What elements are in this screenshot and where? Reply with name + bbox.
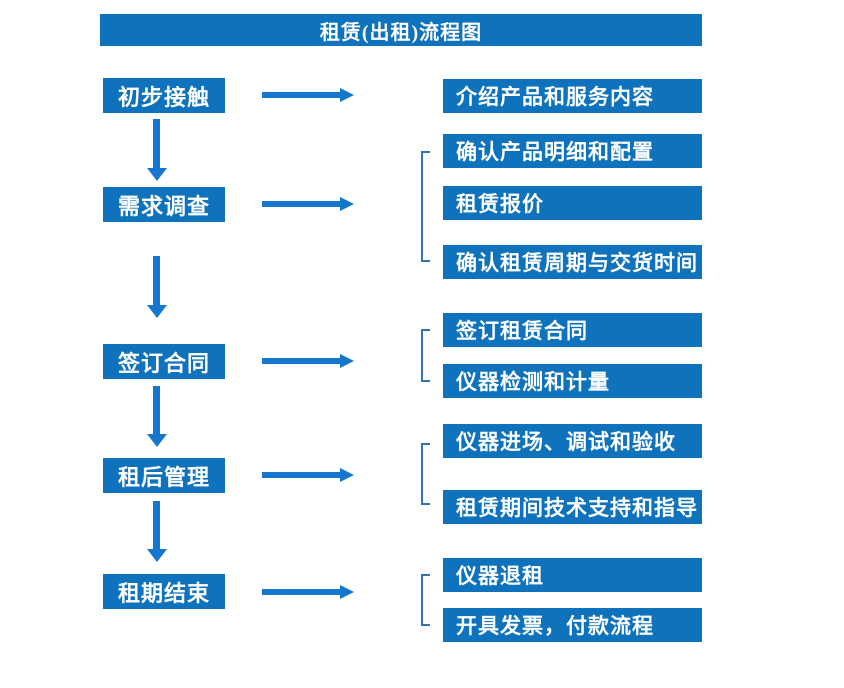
right-arrow-head (340, 585, 354, 599)
down-arrow-icon (147, 119, 167, 181)
right-arrow-shaft (262, 201, 341, 207)
detail-box: 租赁期间技术支持和指导 (443, 490, 702, 524)
right-arrow-shaft (262, 472, 341, 478)
right-arrow-shaft (262, 589, 341, 595)
right-arrow-head (340, 88, 354, 102)
detail-box: 签订租赁合同 (443, 313, 702, 347)
detail-box: 开具发票，付款流程 (443, 608, 702, 642)
detail-box: 租赁报价 (443, 186, 702, 220)
step-box-demand-survey: 需求调查 (103, 187, 225, 222)
down-arrow-shaft (153, 256, 160, 305)
right-arrow-icon (262, 354, 354, 368)
down-arrow-head (147, 549, 167, 562)
step-box-rental-end: 租期结束 (103, 574, 225, 609)
group-bracket (421, 574, 430, 626)
detail-box: 仪器进场、调试和验收 (443, 424, 702, 458)
right-arrow-head (340, 468, 354, 482)
detail-box: 仪器退租 (443, 558, 702, 592)
down-arrow-shaft (153, 119, 160, 168)
down-arrow-head (147, 434, 167, 447)
down-arrow-icon (147, 256, 167, 318)
down-arrow-icon (147, 386, 167, 447)
right-arrow-icon (262, 197, 354, 211)
down-arrow-shaft (153, 386, 160, 434)
group-bracket (421, 151, 430, 262)
down-arrow-icon (147, 501, 167, 562)
right-arrow-icon (262, 88, 354, 102)
down-arrow-shaft (153, 501, 160, 549)
down-arrow-head (147, 305, 167, 318)
group-bracket (421, 443, 430, 505)
right-arrow-icon (262, 468, 354, 482)
right-arrow-icon (262, 585, 354, 599)
right-arrow-head (340, 197, 354, 211)
detail-box: 确认产品明细和配置 (443, 134, 702, 168)
diagram-title: 租赁(出租)流程图 (100, 14, 702, 46)
right-arrow-shaft (262, 92, 341, 98)
step-box-sign-contract: 签订合同 (103, 344, 225, 379)
detail-box: 仪器检测和计量 (443, 364, 702, 398)
group-bracket (421, 329, 430, 382)
right-arrow-head (340, 354, 354, 368)
detail-box: 介绍产品和服务内容 (443, 79, 702, 113)
detail-box: 确认租赁周期与交货时间 (443, 245, 702, 279)
down-arrow-head (147, 168, 167, 181)
step-box-post-rental-management: 租后管理 (103, 458, 225, 493)
step-box-initial-contact: 初步接触 (103, 78, 225, 113)
right-arrow-shaft (262, 358, 341, 364)
